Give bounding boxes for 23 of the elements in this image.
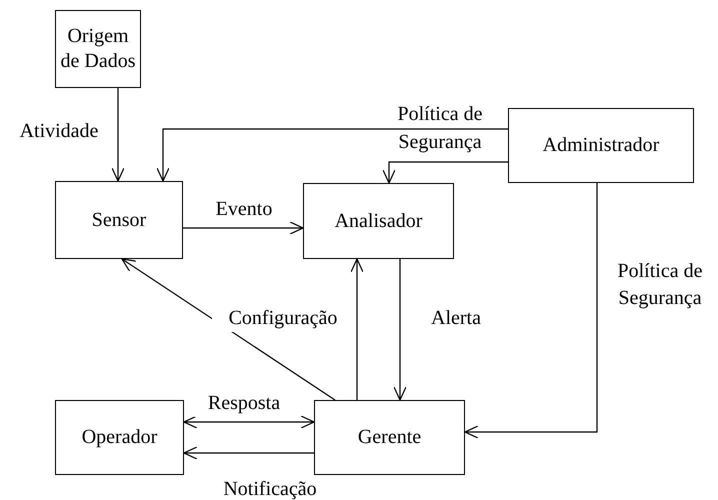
process-box <box>508 108 694 183</box>
box-label: Operador <box>82 425 158 450</box>
arrow <box>464 183 598 439</box>
box-label: Analisador <box>334 208 422 234</box>
arrow <box>111 88 125 182</box>
process-box <box>55 400 184 475</box>
arrow <box>121 258 336 400</box>
arrow <box>382 161 508 184</box>
process-box <box>55 10 141 88</box>
box-label: Sensor <box>92 208 146 232</box>
process-box <box>55 181 183 259</box>
arrow <box>156 128 508 182</box>
box-label: Origem de Dados <box>60 24 136 74</box>
arrow <box>183 446 314 460</box>
process-box <box>303 183 454 259</box>
box-label: Administrador <box>542 133 660 158</box>
process-box <box>314 400 465 475</box>
arrow <box>393 259 407 401</box>
arrow <box>183 221 304 235</box>
arrow <box>183 415 315 429</box>
arrow <box>350 258 364 400</box>
edge-label: Política de Segurança <box>396 102 484 155</box>
box-label: Gerente <box>358 425 422 450</box>
